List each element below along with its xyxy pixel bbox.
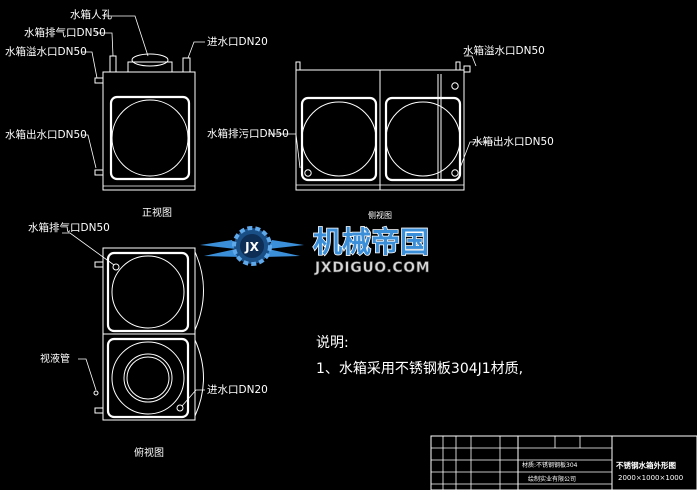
leader-side-overflow [464,55,477,67]
leader-side-drain [268,133,301,169]
label-side-overflow: 水箱溢水口DN50 [463,44,545,57]
front-outlet-pipe [94,169,104,176]
sight-glass-dot [93,390,99,396]
top-panel-lower [106,337,190,419]
tb-company: 绘制实业有限公司 [528,475,576,483]
notes-line-1: 1、水箱采用不锈钢板304J1材质, [316,361,523,377]
leader-vent [95,32,114,57]
front-view-title: 正视图 [142,206,172,219]
leader-top-inlet [181,389,205,407]
top-panel-upper [106,251,190,333]
top-view: 水箱排气口DN50 视液管 进水口DN20 俯视图 [28,221,268,459]
top-vent-dot [112,263,120,271]
top-side-pipe-1 [94,261,104,268]
leader-inlet [187,41,205,59]
front-manhole-cover [131,53,169,67]
logo-chinese: 机械帝国 [313,225,429,259]
side-pipe-2 [455,61,461,71]
top-side-flange-2 [194,339,204,417]
label-inlet: 进水口DN20 [207,36,268,48]
side-panel-left [300,96,378,182]
top-manhole-inner-2 [126,356,170,400]
label-outlet: 水箱出水口DN50 [5,128,87,141]
front-panel-circle [111,99,189,177]
side-overflow-dot [451,82,459,90]
front-manhole [127,61,173,72]
label-top-inlet: 进水口DN20 [207,384,268,396]
top-circle-upper [111,255,185,329]
side-panel-right [384,96,462,182]
title-block: 材质:不锈钢钢板304 绘制实业有限公司 不锈钢水箱外形图 2000×1000×… [430,435,697,490]
top-view-title: 俯视图 [134,446,164,459]
front-inlet-pipe [182,57,191,73]
top-side-pipe-2 [94,407,104,414]
leader-overflow [82,51,98,79]
side-outlet-dot [451,169,459,177]
side-view: 水箱溢水口DN50 水箱排污口DN50 水箱出水口DN50 侧视图 [207,44,554,220]
label-side-outlet: 水箱出水口DN50 [472,135,554,148]
side-overflow-stub [463,65,471,73]
label-sight-glass: 视液管 [40,352,70,365]
leader-outlet [82,134,97,169]
logo-english: JXDIGUO.COM [314,260,430,276]
top-inlet-dot [176,404,184,412]
front-overflow-pipe [94,77,104,84]
top-side-flange-1 [194,251,204,331]
watermark-logo: JX 机械帝国 JXDIGUO.COM [200,224,430,276]
tb-dimensions: 2000×1000×1000 [618,474,683,482]
label-top-vent: 水箱排气口DN50 [28,221,110,234]
front-vent-pipe [109,55,117,73]
label-manhole: 水箱人孔 [70,8,112,21]
side-pipe-1 [295,61,301,71]
front-tank-outline [102,71,196,191]
wing-left-icon [200,240,240,257]
side-view-title: 侧视图 [368,210,392,220]
front-panel [109,95,191,181]
leader-top-vent [62,232,115,266]
notes: 说明: 1、水箱采用不锈钢板304J1材质, [316,335,523,377]
side-drain-dot [304,169,312,177]
label-side-drain: 水箱排污口DN50 [207,127,289,140]
top-circle-lower [111,341,185,415]
gear-hub [240,234,264,258]
leader-sight-glass [78,358,97,391]
leader-side-outlet [459,141,493,169]
side-circle-right [385,101,461,177]
leader-manhole [103,15,149,57]
logo-badge: JX [244,240,259,254]
label-overflow: 水箱溢水口DN50 [5,45,87,58]
notes-heading: 说明: [316,335,349,351]
tb-drawing-name: 不锈钢水箱外形图 [616,460,676,470]
label-vent: 水箱排气口DN50 [24,26,106,39]
top-manhole-inner [123,353,173,403]
side-circle-left [301,101,377,177]
tb-material: 材质:不锈钢钢板304 [522,461,578,469]
title-block-frame [430,435,697,490]
front-view: 水箱人孔 水箱排气口DN50 水箱溢水口DN50 进水口DN20 水箱出水口DN… [5,8,268,219]
wing-right-icon [264,240,304,257]
